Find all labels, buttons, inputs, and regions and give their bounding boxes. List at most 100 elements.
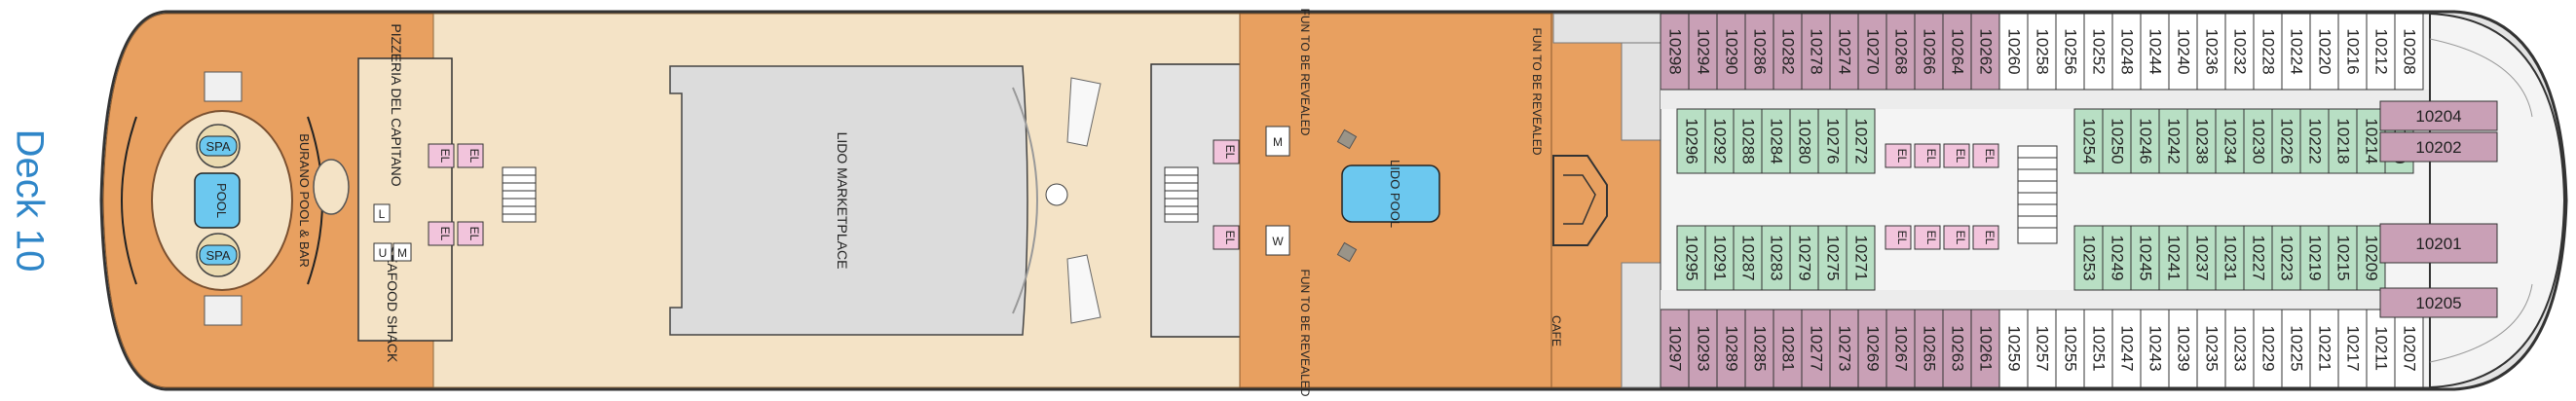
cabin-10238[interactable] bbox=[2186, 108, 2217, 174]
cabin-number: 10227 bbox=[2250, 235, 2268, 280]
cabin-10226[interactable] bbox=[2271, 108, 2301, 174]
cabin-10235[interactable] bbox=[2196, 309, 2226, 388]
cabin-10292[interactable] bbox=[1704, 108, 1735, 174]
cabin-number: 10218 bbox=[2334, 118, 2353, 164]
cabin-10253[interactable] bbox=[2073, 225, 2104, 291]
cabin-10251[interactable] bbox=[2083, 309, 2113, 388]
cabin-10220[interactable] bbox=[2309, 13, 2339, 91]
cabin-10202[interactable] bbox=[2379, 131, 2498, 163]
cabin-10250[interactable] bbox=[2102, 108, 2132, 174]
cabin-elevator-8 bbox=[1972, 225, 1999, 250]
cabin-10218[interactable] bbox=[2328, 108, 2358, 174]
aft-elevator-4 bbox=[457, 221, 484, 246]
cabin-10246[interactable] bbox=[2130, 108, 2160, 174]
cabin-10283[interactable] bbox=[1761, 225, 1791, 291]
cabin-10241[interactable] bbox=[2158, 225, 2188, 291]
cabin-10234[interactable] bbox=[2215, 108, 2245, 174]
cabin-10242[interactable] bbox=[2158, 108, 2188, 174]
cabin-10224[interactable] bbox=[2281, 13, 2311, 91]
cabin-10264[interactable] bbox=[1942, 13, 1972, 91]
cabin-number: 10269 bbox=[1864, 325, 1883, 371]
cabin-number: 10284 bbox=[1768, 118, 1786, 164]
cabin-10240[interactable] bbox=[2168, 13, 2198, 91]
cabin-10296[interactable] bbox=[1676, 108, 1706, 174]
cabin-10212[interactable] bbox=[2366, 13, 2396, 91]
cabin-number: 10238 bbox=[2193, 118, 2212, 164]
cabin-10293[interactable] bbox=[1688, 309, 1718, 388]
cabin-10298[interactable] bbox=[1660, 13, 1690, 91]
cabin-10263[interactable] bbox=[1942, 309, 1972, 388]
pizzeria-label: PIZZERIA DEL CAPITANO bbox=[389, 23, 404, 186]
cabin-10245[interactable] bbox=[2130, 225, 2160, 291]
cabin-10211[interactable] bbox=[2366, 309, 2396, 388]
cabin-elevator-2 bbox=[1914, 143, 1941, 168]
cabin-number: 10209 bbox=[2363, 235, 2381, 280]
cabin-10256[interactable] bbox=[2055, 13, 2085, 91]
cabin-number: 10229 bbox=[2259, 325, 2278, 371]
cabin-10216[interactable] bbox=[2337, 13, 2368, 91]
aft-restroom-unisex bbox=[373, 242, 392, 262]
cabin-10217[interactable] bbox=[2337, 309, 2368, 388]
cabin-number: 10255 bbox=[2062, 325, 2080, 371]
cabin-10229[interactable] bbox=[2253, 309, 2283, 388]
cabin-10268[interactable] bbox=[1885, 13, 1916, 91]
cabin-10261[interactable] bbox=[1970, 309, 2000, 388]
cabin-number: 10278 bbox=[1808, 28, 1826, 74]
cabin-10244[interactable] bbox=[2140, 13, 2170, 91]
cabin-10243[interactable] bbox=[2140, 309, 2170, 388]
cabin-10201[interactable] bbox=[2379, 223, 2498, 264]
cabin-10207[interactable] bbox=[2394, 309, 2424, 388]
cabin-number: 10230 bbox=[2250, 118, 2268, 164]
cabin-elevator-4 bbox=[1972, 143, 1999, 168]
cabin-number: 10279 bbox=[1796, 235, 1814, 280]
cabin-10291[interactable] bbox=[1704, 225, 1735, 291]
cabin-10271[interactable] bbox=[1846, 225, 1876, 291]
cabin-10255[interactable] bbox=[2055, 309, 2085, 388]
cabin-10280[interactable] bbox=[1789, 108, 1819, 174]
cabin-10259[interactable] bbox=[1998, 309, 2029, 388]
cabin-10270[interactable] bbox=[1857, 13, 1887, 91]
cabin-10204[interactable] bbox=[2379, 100, 2498, 131]
cabin-10228[interactable] bbox=[2253, 13, 2283, 91]
forward-stage bbox=[1552, 155, 1608, 246]
cabin-10232[interactable] bbox=[2224, 13, 2255, 91]
cabin-10284[interactable] bbox=[1761, 108, 1791, 174]
cabin-10295[interactable] bbox=[1676, 225, 1706, 291]
grey-bulkhead-2 bbox=[1621, 42, 1661, 141]
cabin-10265[interactable] bbox=[1914, 309, 1944, 388]
cabin-10254[interactable] bbox=[2073, 108, 2104, 174]
cabin-10236[interactable] bbox=[2196, 13, 2226, 91]
cabin-10215[interactable] bbox=[2328, 225, 2358, 291]
cabin-10219[interactable] bbox=[2299, 225, 2330, 291]
fun-label-2: FUN TO BE REVEALED bbox=[1298, 270, 1312, 397]
cabin-number: 10260 bbox=[2005, 28, 2024, 74]
cabin-10272[interactable] bbox=[1846, 108, 1876, 174]
cabin-elevator-4-label: EL bbox=[1983, 149, 1997, 164]
cabin-10266[interactable] bbox=[1914, 13, 1944, 91]
cabin-number: 10276 bbox=[1824, 118, 1843, 164]
cabin-number: 10256 bbox=[2062, 28, 2080, 74]
cabin-number: 10281 bbox=[1779, 325, 1798, 371]
cabin-number: 10222 bbox=[2306, 118, 2325, 164]
cabin-number: 10293 bbox=[1695, 325, 1713, 371]
cabin-10277[interactable] bbox=[1801, 309, 1831, 388]
cabin-10227[interactable] bbox=[2243, 225, 2273, 291]
cabin-10239[interactable] bbox=[2168, 309, 2198, 388]
cabin-elevator-3 bbox=[1943, 143, 1970, 168]
mid-restroom-bottom bbox=[1265, 225, 1290, 256]
cabin-10221[interactable] bbox=[2309, 309, 2339, 388]
cabin-10208[interactable] bbox=[2394, 13, 2424, 91]
cabin-10233[interactable] bbox=[2224, 309, 2255, 388]
cabin-10269[interactable] bbox=[1857, 309, 1887, 388]
cabin-number: 10224 bbox=[2288, 28, 2306, 74]
cabin-10225[interactable] bbox=[2281, 309, 2311, 388]
cabin-10205[interactable] bbox=[2379, 287, 2498, 318]
cabin-10278[interactable] bbox=[1801, 13, 1831, 91]
cabin-10248[interactable] bbox=[2111, 13, 2142, 91]
cabin-10237[interactable] bbox=[2186, 225, 2217, 291]
cabin-10231[interactable] bbox=[2215, 225, 2245, 291]
mid-stairs bbox=[1164, 166, 1199, 223]
cabin-10223[interactable] bbox=[2271, 225, 2301, 291]
cabin-number: 10249 bbox=[2109, 235, 2127, 280]
cabin-10262[interactable] bbox=[1970, 13, 2000, 91]
